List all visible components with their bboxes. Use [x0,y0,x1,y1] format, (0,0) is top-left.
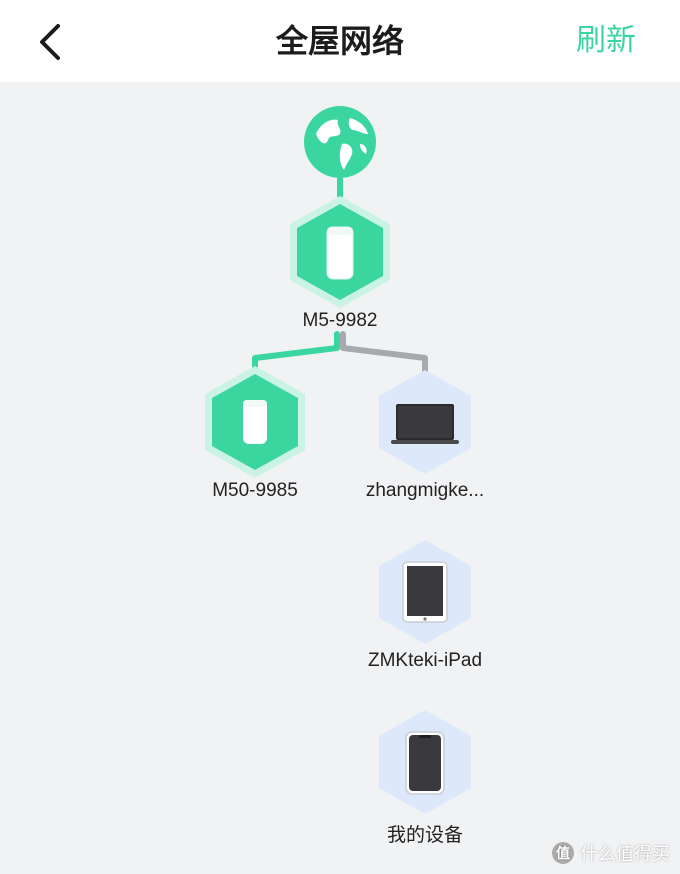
network-topology: M5-9982 M50-9985 zhangmigke... [0,82,680,874]
app-header: 全屋网络 刷新 [0,0,680,82]
watermark-text: 什么值得买 [580,844,670,864]
device-label-laptop: zhangmigke... [365,480,485,501]
sub-router-node[interactable] [203,364,307,480]
device-node-laptop[interactable] [373,364,477,480]
line-main-sub [252,331,340,375]
refresh-button[interactable]: 刷新 [576,24,636,57]
globe-icon [304,106,376,178]
watermark-logo-icon: 值 [552,842,574,864]
device-node-tablet[interactable] [373,534,477,650]
watermark: 值 什么值得买 [552,840,670,866]
tablet-icon [402,561,448,623]
back-button[interactable] [30,20,74,64]
main-router-label: M5-9982 [302,310,378,331]
line-main-laptop [340,331,428,375]
device-label-tablet: ZMKteki-iPad [367,650,483,671]
device-label-phone: 我的设备 [386,825,464,846]
phone-icon [405,731,445,795]
router-icon [326,226,354,280]
router-icon [243,400,267,444]
device-node-phone[interactable] [373,704,477,820]
internet-node[interactable] [302,104,378,180]
chevron-left-icon [40,24,60,60]
main-router-node[interactable] [288,194,392,310]
sub-router-label: M50-9985 [212,480,298,501]
laptop-icon [391,404,459,444]
connection-lines [252,176,428,375]
